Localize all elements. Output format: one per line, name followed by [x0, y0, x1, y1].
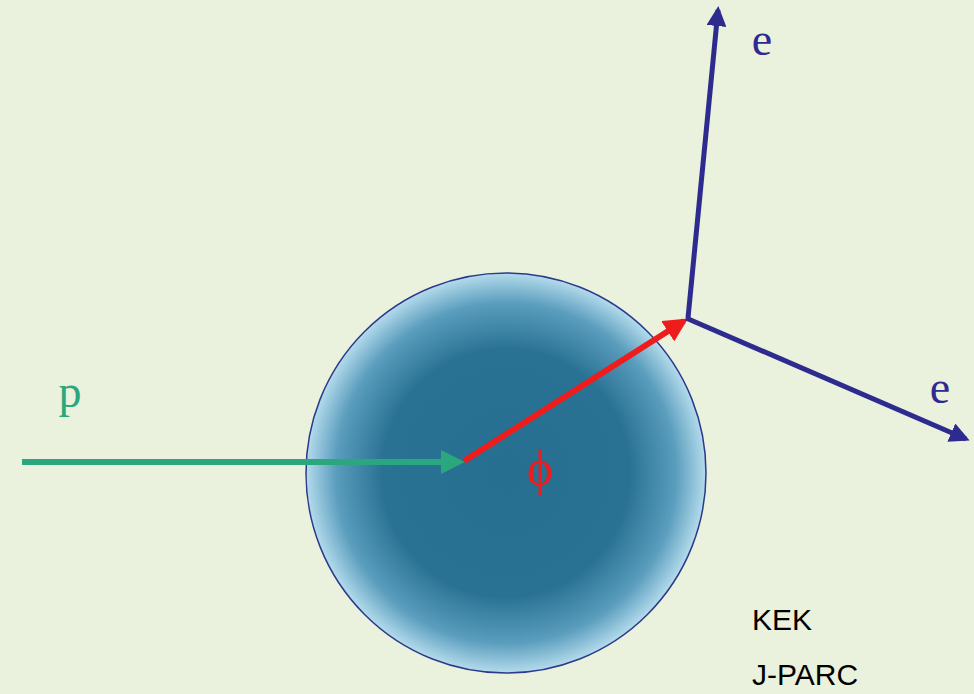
facility-label: J-PARC: [752, 660, 858, 690]
nucleus: [306, 273, 706, 673]
particle-label: e: [930, 365, 950, 411]
electron-track: [686, 318, 966, 439]
facility-label: KEK: [752, 605, 812, 635]
particle-label: ϕ: [527, 443, 553, 493]
phi-meson-track: [464, 321, 684, 461]
electron-track: [688, 10, 718, 318]
particle-label: e: [752, 17, 772, 63]
particle-label: p: [59, 369, 82, 415]
proton-beam: [22, 459, 460, 465]
